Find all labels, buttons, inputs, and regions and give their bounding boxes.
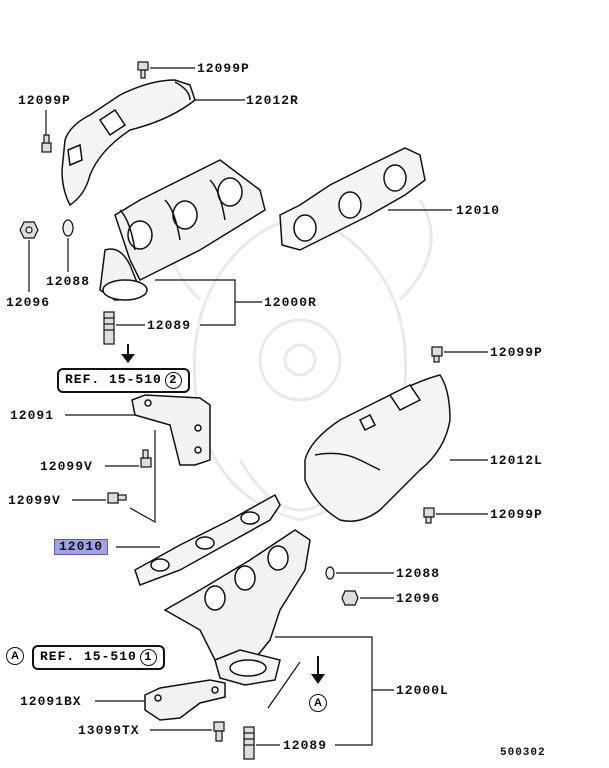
nut-12096-left — [19, 221, 39, 239]
marker-a-left: A — [6, 647, 24, 665]
gasket-12010-lower — [134, 493, 281, 586]
label-12099v-2[interactable]: 12099V — [8, 493, 61, 508]
label-12089-bottom[interactable]: 12089 — [283, 738, 328, 753]
bolt-12099p-left — [41, 134, 52, 153]
label-13099tx[interactable]: 13099TX — [78, 723, 140, 738]
label-12099p-right1[interactable]: 12099P — [490, 345, 543, 360]
label-12089-top[interactable]: 12089 — [147, 318, 192, 333]
bolt-13099tx — [213, 721, 225, 742]
exhaust-manifold-12000r — [99, 159, 266, 301]
bracket-12091bx — [144, 679, 226, 721]
marker-a-arrow: A — [309, 694, 327, 712]
diagram-code: 500302 — [500, 747, 546, 759]
label-12099v-1[interactable]: 12099V — [40, 459, 93, 474]
heat-shield-12012r — [61, 79, 196, 207]
ref-top-text: REF. 15-510 — [65, 372, 162, 387]
label-12099p-left[interactable]: 12099P — [18, 93, 71, 108]
stud-12089-bottom — [243, 726, 255, 760]
label-12091[interactable]: 12091 — [10, 408, 55, 423]
washer-12088-right — [325, 566, 335, 580]
bolt-12099v-2 — [107, 492, 127, 504]
label-12091bx[interactable]: 12091BX — [20, 694, 82, 709]
bracket-12091 — [131, 394, 211, 466]
bolt-12099p-top — [137, 61, 149, 79]
label-12000r[interactable]: 12000R — [264, 295, 317, 310]
down-arrow-icon — [121, 344, 135, 363]
label-12000l[interactable]: 12000L — [396, 683, 449, 698]
ref-top-number: 2 — [164, 372, 182, 389]
label-12088-left[interactable]: 12088 — [46, 274, 91, 289]
label-12010-top[interactable]: 12010 — [456, 203, 501, 218]
exhaust-manifold-12000l — [163, 529, 311, 686]
label-12088-right[interactable]: 12088 — [396, 566, 441, 581]
leader-diag — [267, 661, 301, 709]
ref-bottom-text: REF. 15-510 — [40, 649, 137, 664]
bolt-12099v-1 — [140, 449, 152, 468]
label-12099p-right2[interactable]: 12099P — [490, 507, 543, 522]
leader-12000l — [275, 636, 373, 746]
leader-bracket-v — [129, 430, 156, 524]
down-arrow-lower-icon — [311, 656, 325, 684]
stud-12089-top — [103, 311, 115, 345]
bolt-12099p-right2 — [423, 507, 435, 524]
gasket-12010-top — [279, 147, 426, 251]
label-12096-left[interactable]: 12096 — [6, 295, 51, 310]
label-12099p-top[interactable]: 12099P — [197, 61, 250, 76]
label-12012r[interactable]: 12012R — [246, 93, 299, 108]
ref-bottom-number: 1 — [139, 649, 157, 666]
washer-12088-left — [62, 219, 74, 237]
nut-12096-right — [341, 590, 359, 606]
heat-shield-12012l — [304, 374, 451, 522]
label-12012l[interactable]: 12012L — [490, 453, 543, 468]
bolt-12099p-right1 — [431, 346, 443, 363]
label-12096-right[interactable]: 12096 — [396, 591, 441, 606]
label-12010-highlighted[interactable]: 12010 — [54, 539, 109, 555]
